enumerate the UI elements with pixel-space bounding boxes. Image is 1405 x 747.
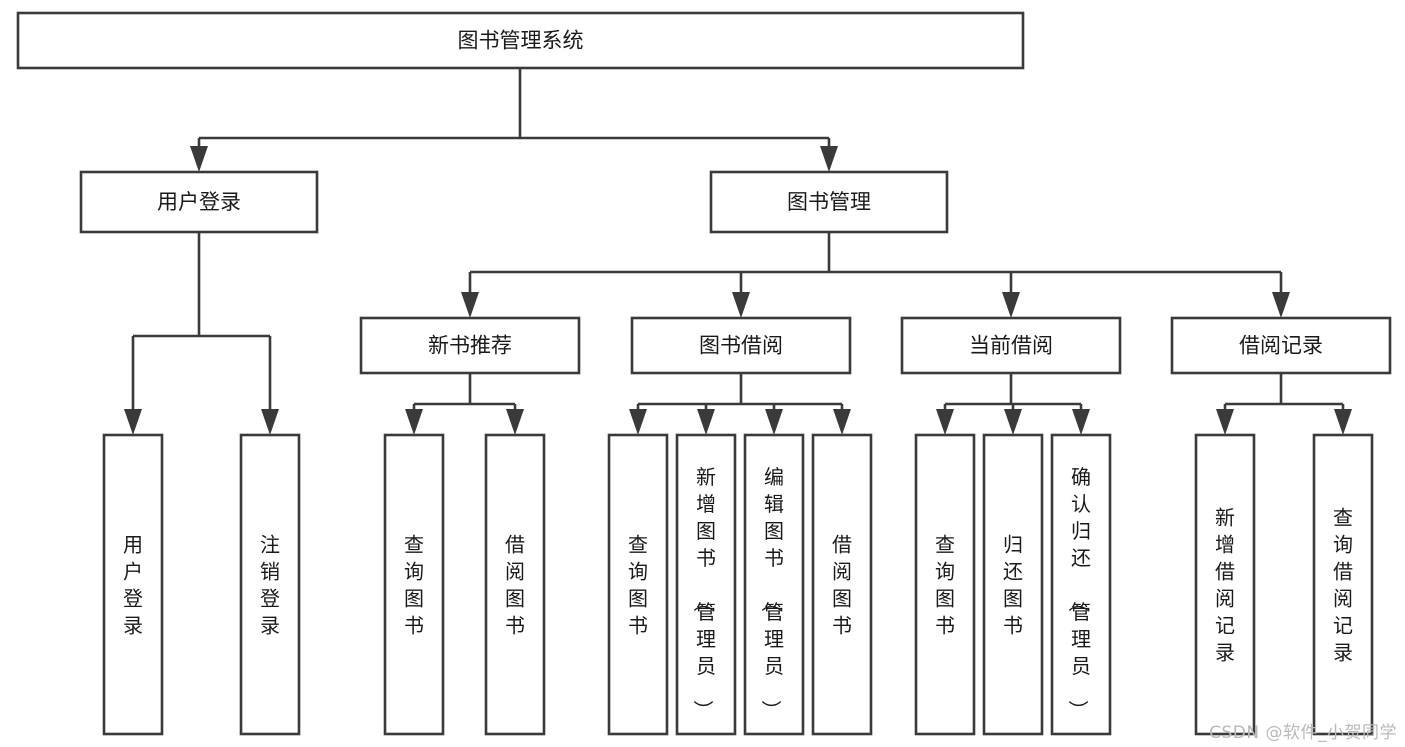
node-box[interactable] — [239, 433, 301, 736]
node-label: 借阅图书 — [832, 533, 852, 638]
arrow-head-icon — [1272, 292, 1290, 318]
node-borrow-record[interactable]: 借阅记录 — [1170, 316, 1392, 375]
node-book-manage[interactable]: 图书管理 — [709, 170, 949, 234]
node-label: 查询图书 — [404, 533, 424, 638]
node-box[interactable] — [1194, 433, 1256, 736]
node-leaf-confirm-return[interactable]: 确认归还（管理员） — [1050, 433, 1112, 736]
node-label: 图书管理 — [787, 190, 871, 214]
node-leaf-borrow-book-2[interactable]: 借阅图书 — [811, 433, 873, 736]
node-leaf-edit-book[interactable]: 编辑图书（管理员） — [743, 433, 805, 736]
node-label: 用户登录 — [157, 190, 241, 214]
node-box[interactable] — [79, 170, 319, 234]
connector-conn-new-book — [405, 373, 524, 435]
node-new-book-recommend[interactable]: 新书推荐 — [359, 316, 581, 375]
node-box[interactable] — [383, 433, 445, 736]
arrow-head-icon — [190, 146, 208, 172]
node-book-borrow[interactable]: 图书借阅 — [630, 316, 852, 375]
node-leaf-user-login[interactable]: 用户登录 — [102, 433, 164, 736]
node-box[interactable] — [675, 433, 737, 736]
arrow-head-icon — [629, 409, 647, 435]
arrow-head-icon — [124, 409, 142, 435]
node-label: 用户登录 — [123, 533, 143, 638]
node-label: 新增借阅记录 — [1215, 506, 1235, 665]
node-box[interactable] — [16, 11, 1025, 70]
node-label: 新书推荐 — [428, 334, 512, 358]
node-layer: 图书管理系统用户登录图书管理新书推荐图书借阅当前借阅借阅记录用户登录注销登录查询… — [16, 11, 1392, 736]
node-label: 查询借阅记录 — [1333, 506, 1353, 665]
node-box[interactable] — [914, 433, 976, 736]
arrow-head-icon — [820, 146, 838, 172]
node-label: 图书借阅 — [699, 334, 783, 358]
node-label: 确认归还（管理员） — [1066, 465, 1091, 720]
arrow-head-icon — [1072, 409, 1090, 435]
arrow-head-icon — [1334, 409, 1352, 435]
node-label: 查询图书 — [935, 533, 955, 638]
connector-conn-book-borrow — [629, 373, 851, 435]
arrow-head-icon — [405, 409, 423, 435]
node-label: 注销登录 — [260, 533, 280, 638]
node-leaf-query-book-2[interactable]: 查询图书 — [607, 433, 669, 736]
node-label: 借阅图书 — [505, 533, 525, 638]
node-leaf-query-record[interactable]: 查询借阅记录 — [1312, 433, 1374, 736]
node-label: 查询图书 — [628, 533, 648, 638]
csdn-watermark: CSDN @软件_小贺同学 — [1209, 723, 1397, 743]
connector-layer — [124, 68, 1352, 435]
connector-conn-root — [190, 68, 838, 172]
arrow-head-icon — [1216, 409, 1234, 435]
node-leaf-return-book[interactable]: 归还图书 — [982, 433, 1044, 736]
arrow-head-icon — [1004, 409, 1022, 435]
node-label: 编辑图书（管理员） — [759, 465, 784, 720]
arrow-head-icon — [261, 409, 279, 435]
node-box[interactable] — [1050, 433, 1112, 736]
node-box[interactable] — [1312, 433, 1374, 736]
node-leaf-add-book[interactable]: 新增图书（管理员） — [675, 433, 737, 736]
node-box[interactable] — [900, 316, 1122, 375]
node-box[interactable] — [709, 170, 949, 234]
node-label: 新增图书（管理员） — [691, 465, 716, 720]
node-root[interactable]: 图书管理系统 — [16, 11, 1025, 70]
arrow-head-icon — [697, 409, 715, 435]
connector-conn-book-manage — [461, 232, 1290, 318]
node-box[interactable] — [743, 433, 805, 736]
node-box[interactable] — [102, 433, 164, 736]
node-box[interactable] — [359, 316, 581, 375]
arrow-head-icon — [936, 409, 954, 435]
connector-conn-user-login — [124, 232, 279, 435]
connector-conn-borrow-record — [1216, 373, 1352, 435]
arrow-head-icon — [506, 409, 524, 435]
arrow-head-icon — [833, 409, 851, 435]
node-user-login[interactable]: 用户登录 — [79, 170, 319, 234]
node-label: 当前借阅 — [969, 334, 1053, 358]
arrow-head-icon — [765, 409, 783, 435]
node-current-borrow[interactable]: 当前借阅 — [900, 316, 1122, 375]
arrow-head-icon — [1002, 292, 1020, 318]
node-box[interactable] — [484, 433, 546, 736]
arrow-head-icon — [732, 292, 750, 318]
node-box[interactable] — [811, 433, 873, 736]
arrow-head-icon — [461, 292, 479, 318]
node-label: 归还图书 — [1003, 533, 1023, 638]
node-box[interactable] — [630, 316, 852, 375]
node-leaf-query-book-1[interactable]: 查询图书 — [383, 433, 445, 736]
node-leaf-borrow-book-1[interactable]: 借阅图书 — [484, 433, 546, 736]
node-box[interactable] — [607, 433, 669, 736]
node-leaf-user-logout[interactable]: 注销登录 — [239, 433, 301, 736]
node-leaf-query-book-3[interactable]: 查询图书 — [914, 433, 976, 736]
node-label: 图书管理系统 — [458, 29, 584, 53]
node-box[interactable] — [1170, 316, 1392, 375]
connector-conn-current-borrow — [936, 373, 1090, 435]
node-label: 借阅记录 — [1239, 334, 1323, 358]
node-box[interactable] — [982, 433, 1044, 736]
node-leaf-add-record[interactable]: 新增借阅记录 — [1194, 433, 1256, 736]
